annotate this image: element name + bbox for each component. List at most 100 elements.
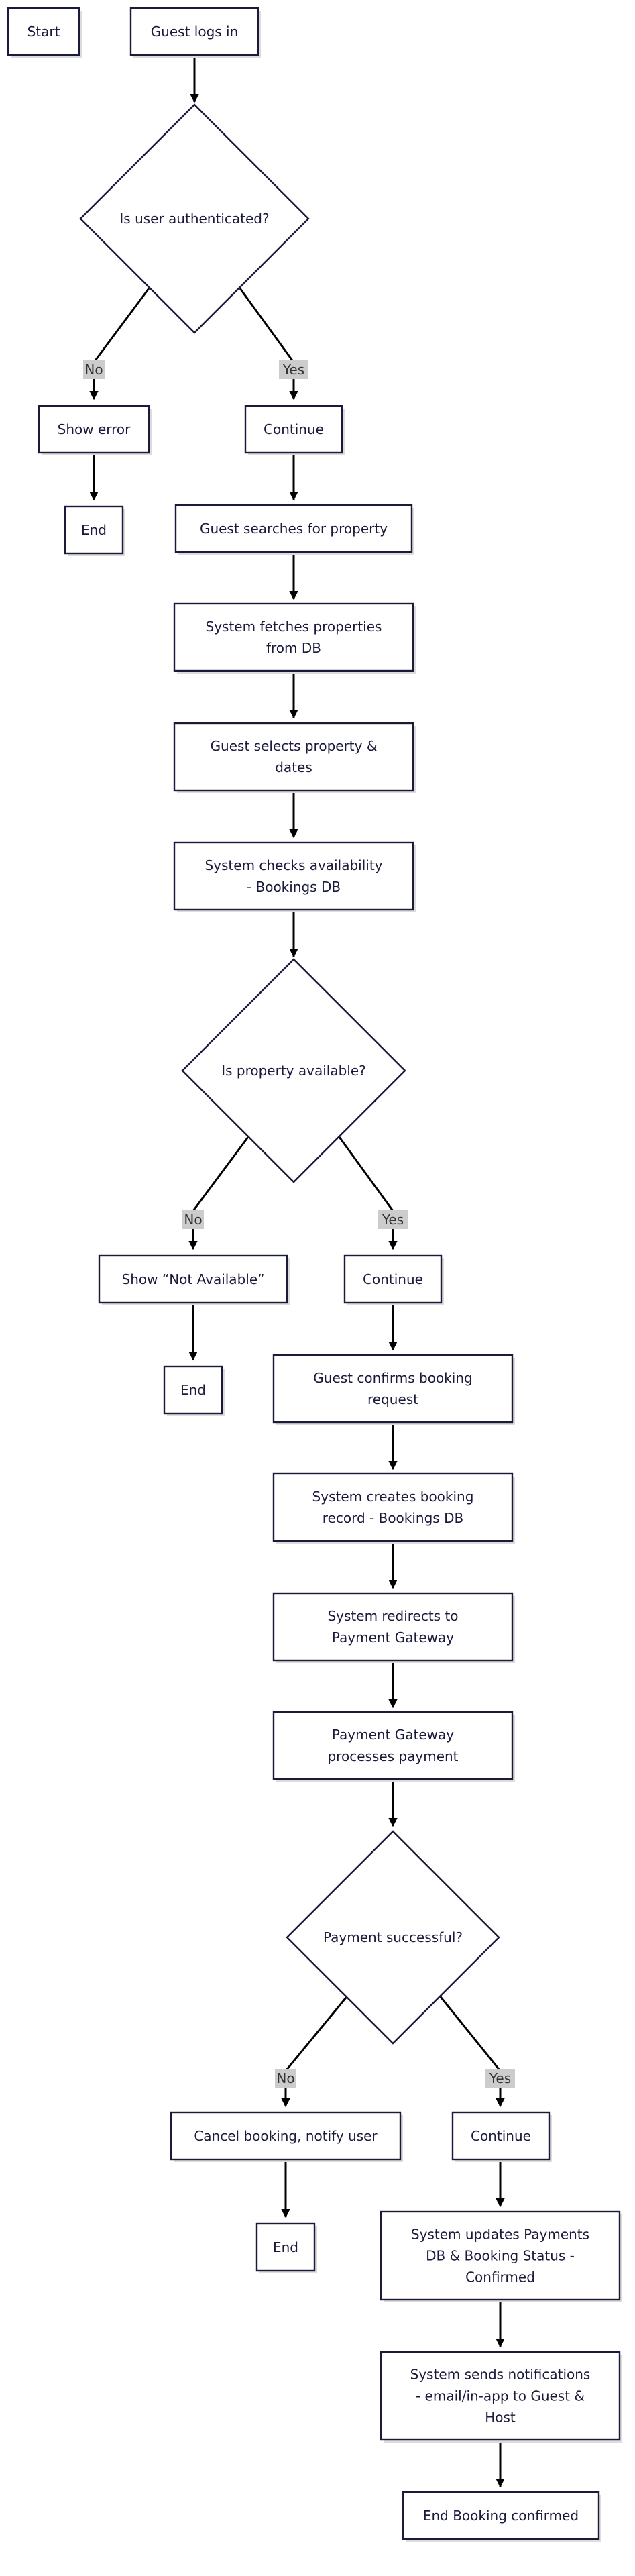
edge-label-background [275,2069,296,2088]
node-label: - Bookings DB [247,879,341,895]
node-label: Cancel booking, notify user [194,2128,378,2144]
node-shape [38,405,150,454]
decision-shape [79,103,310,334]
edge-available-no [188,1136,249,1250]
node-shape [170,2111,402,2161]
edge-available-yes [338,1136,398,1250]
edge-payment-yes [437,1994,505,2108]
node-shape [272,1354,514,1424]
node-label: record - Bookings DB [323,1510,463,1526]
node-label: Payment Gateway [332,1629,454,1646]
edge-label-text: Yes [382,1212,404,1228]
node-label: System checks availability [205,857,382,873]
node-shape [380,2351,621,2441]
cancel-booking-node: Cancel booking, notify user [170,2111,403,2162]
end-booking-confirmed-node: End Booking confirmed [402,2491,601,2542]
node-label: Confirmed [465,2269,535,2286]
node-shape [380,2210,621,2301]
end-node: End [64,505,125,556]
node-label: Is user authenticated? [119,211,269,227]
guest-searches-node: Guest searches for property [174,504,414,555]
node-shape [272,1592,514,1662]
node-shape [244,405,343,454]
node-shape [272,1472,514,1542]
node-label: Payment successful? [323,1929,463,1945]
decision-shape [286,1830,500,2045]
node-shape [255,2222,316,2272]
node-label: Guest logs in [151,23,239,40]
node-shape [173,722,414,792]
payment-successful-decision: Payment successful? [286,1830,500,2045]
node-label: Guest confirms booking [313,1370,472,1386]
edge-label-auth-no: No [83,360,105,379]
node-label: from DB [266,640,321,656]
node-label: Continue [471,2128,531,2144]
node-label: DB & Booking Status - [426,2248,575,2264]
check-availability-node: System checks availability - Bookings DB [173,841,416,912]
node-shape [163,1365,223,1415]
send-notifications-node: System sends notifications - email/in-app… [380,2351,622,2443]
edge-label-auth-yes: Yes [279,360,308,379]
node-label: Continue [363,1271,423,1287]
decision-shape [181,958,406,1183]
edge-label-text: Yes [489,2070,511,2086]
node-shape [173,602,414,672]
show-error-node: Show error [38,405,152,455]
node-shape [402,2491,600,2540]
process-payment-node: Payment Gateway processes payment [272,1711,515,1782]
node-label: System fetches properties [206,619,382,635]
redirect-gateway-node: System redirects to Payment Gateway [272,1592,515,1663]
node-label: Is property available? [221,1063,366,1079]
end-node: End [163,1365,225,1416]
edge-label-text: No [276,2070,294,2086]
edge-auth-no [89,288,150,400]
node-shape [343,1254,443,1304]
update-db-node: System updates Payments DB & Booking Stat… [380,2210,622,2302]
node-label: System creates booking [312,1489,474,1505]
node-label: Host [485,2410,516,2426]
edge-label-payment-no: No [275,2069,296,2088]
node-shape [272,1711,514,1780]
node-label: System redirects to [327,1608,458,1624]
node-label: End [273,2239,298,2255]
show-not-available-node: Show “Not Available” [98,1254,290,1305]
continue-node: Continue [451,2111,552,2162]
node-label: Continue [264,421,324,437]
node-shape [174,504,413,553]
end-node: End [255,2222,317,2273]
node-label: End [81,522,107,538]
node-shape [129,7,259,56]
edge-label-background [182,1210,204,1229]
continue-node: Continue [244,405,345,455]
node-label: - email/in-app to Guest & [416,2388,585,2404]
is-property-available-decision: Is property available? [181,958,406,1183]
node-label: Guest selects property & [211,738,378,754]
node-label: Show “Not Available” [122,1271,265,1287]
node-label: Guest searches for property [200,521,388,537]
edge-label-payment-yes: Yes [485,2069,515,2088]
edge-label-background [378,1210,408,1229]
edge-label-text: No [84,362,103,378]
node-shape [173,841,414,911]
is-user-authenticated-decision: Is user authenticated? [79,103,310,334]
node-label: End [180,1382,206,1398]
select-property-node: Guest selects property & dates [173,722,416,793]
start-node: Start [7,7,82,58]
node-label: processes payment [327,1748,458,1764]
create-record-node: System creates booking record - Bookings … [272,1472,515,1544]
node-label: Payment Gateway [332,1727,454,1743]
edge-label-background [83,360,105,379]
node-shape [98,1254,288,1304]
continue-node: Continue [343,1254,444,1305]
node-shape [7,7,80,56]
node-label: System sends notifications [410,2367,591,2383]
node-label: dates [275,759,312,775]
node-label: Show error [58,421,131,437]
edge-label-text: No [184,1212,202,1228]
guest-logs-in-node: Guest logs in [129,7,261,58]
edge-label-background [279,360,308,379]
node-label: System updates Payments [411,2226,589,2243]
edge-payment-no [281,1994,350,2108]
node-label: Start [27,23,60,40]
